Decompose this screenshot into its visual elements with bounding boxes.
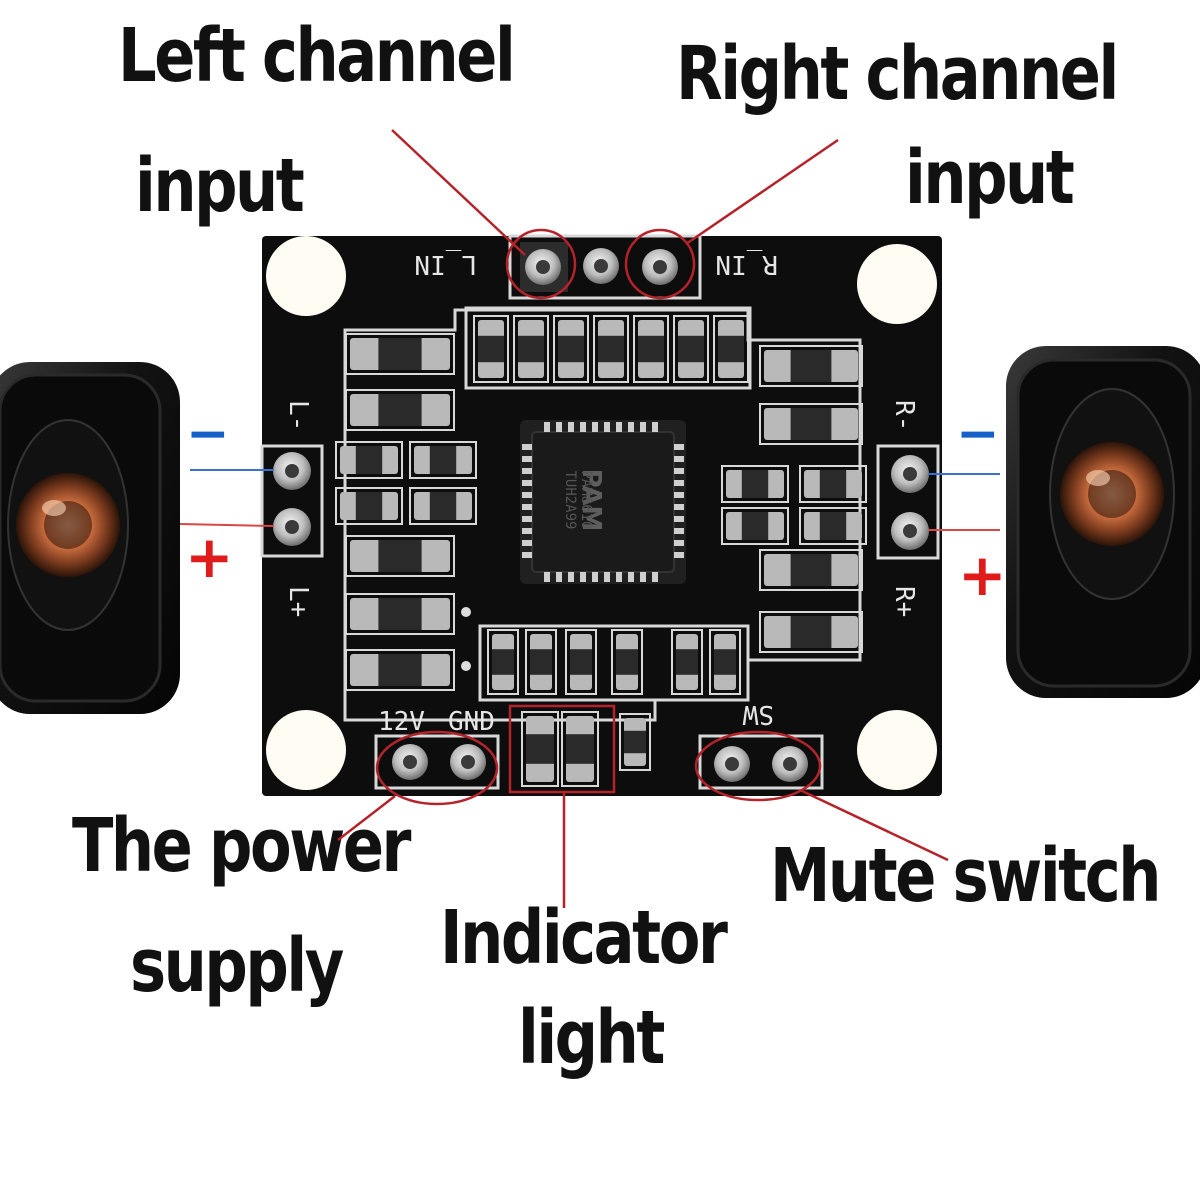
smd-part xyxy=(759,345,863,387)
indicator-highlight xyxy=(508,704,616,794)
smd-part xyxy=(561,711,599,787)
left-input-callout-line xyxy=(391,129,526,256)
mute-highlight xyxy=(694,730,822,802)
smd-part xyxy=(671,629,703,695)
right-speaker xyxy=(1006,346,1200,698)
left-plus-sign: + xyxy=(185,523,234,591)
silk-gnd: GND xyxy=(448,707,495,737)
left-channel-input-label: Left channel xyxy=(118,13,516,99)
silk-r-in: R_IN xyxy=(715,249,778,279)
power-supply-label-line2: supply xyxy=(130,923,344,1009)
left-input-highlight xyxy=(505,228,577,300)
power-pads xyxy=(392,744,486,780)
smd-part xyxy=(345,389,455,431)
power-callout-line xyxy=(337,795,396,841)
smd-part xyxy=(611,629,643,695)
smd-part xyxy=(721,465,789,503)
smd-part xyxy=(709,629,741,695)
smd-part xyxy=(487,629,519,695)
smd-part xyxy=(799,465,867,503)
smd-part xyxy=(713,315,749,383)
smd-part xyxy=(345,535,455,577)
right-plus-sign: + xyxy=(958,541,1007,609)
mute-callout-line xyxy=(799,788,949,862)
smd-part xyxy=(473,315,509,383)
chip-part-number: PAM8610 xyxy=(578,470,594,529)
amplifier-chip xyxy=(520,420,686,584)
silk-l-minus: L- xyxy=(283,400,313,431)
power-supply-label: The power xyxy=(72,803,411,889)
silk-12v: 12V xyxy=(378,707,425,737)
mounting-hole-top-right xyxy=(857,244,937,324)
smd-part xyxy=(759,549,863,591)
smd-part xyxy=(759,403,863,445)
left-minus-sign: − xyxy=(186,404,230,464)
mute-switch-pads xyxy=(714,746,808,782)
right-output-pads xyxy=(891,455,929,550)
smd-part xyxy=(409,487,477,525)
smd-part xyxy=(553,315,589,383)
smd-part xyxy=(633,315,669,383)
mounting-hole-bottom-right xyxy=(857,710,937,790)
mounting-hole-top-left xyxy=(266,236,346,316)
power-highlight xyxy=(375,730,499,806)
smd-components xyxy=(335,315,867,787)
silk-sw: SW xyxy=(742,699,774,729)
pcb-board: PAM PAM8610 TUH2A99 xyxy=(260,234,942,796)
smd-part xyxy=(345,593,455,635)
silk-r-plus: R+ xyxy=(889,586,919,617)
silk-r-minus: R- xyxy=(889,400,919,431)
smd-part xyxy=(521,711,559,787)
left-output-pads xyxy=(273,452,311,546)
right-minus-sign: − xyxy=(956,404,1000,464)
mounting-hole-bottom-left xyxy=(266,710,346,790)
left-speaker xyxy=(0,362,180,714)
smd-part xyxy=(759,611,863,653)
chip-lot-code: TUH2A99 xyxy=(562,470,578,529)
smd-part xyxy=(345,333,455,375)
right-input-highlight xyxy=(624,228,696,300)
silk-l-plus: L+ xyxy=(283,586,313,617)
smd-part xyxy=(673,315,709,383)
smd-part xyxy=(335,441,403,479)
left-positive-wire xyxy=(179,523,275,527)
right-channel-input-label: Right channel xyxy=(676,31,1119,117)
indicator-light-label-line2: light xyxy=(518,995,665,1081)
chip-logo-text: PAM xyxy=(576,469,606,532)
smd-part xyxy=(513,315,549,383)
left-channel-input-label-line2: input xyxy=(135,143,305,229)
input-pads xyxy=(520,242,678,292)
smd-part xyxy=(593,315,629,383)
mute-switch-label: Mute switch xyxy=(770,833,1161,919)
smd-part xyxy=(565,629,597,695)
smd-part xyxy=(345,649,455,691)
right-channel-input-label-line2: input xyxy=(905,135,1075,221)
smd-part xyxy=(525,629,557,695)
indicator-light-label: Indicator xyxy=(440,895,728,981)
smd-part xyxy=(799,507,867,545)
smd-part xyxy=(721,507,789,545)
smd-part xyxy=(409,441,477,479)
silk-l-in: L_IN xyxy=(414,249,477,279)
smd-part xyxy=(619,713,651,771)
smd-part xyxy=(335,487,403,525)
right-input-callout-line xyxy=(685,138,839,246)
